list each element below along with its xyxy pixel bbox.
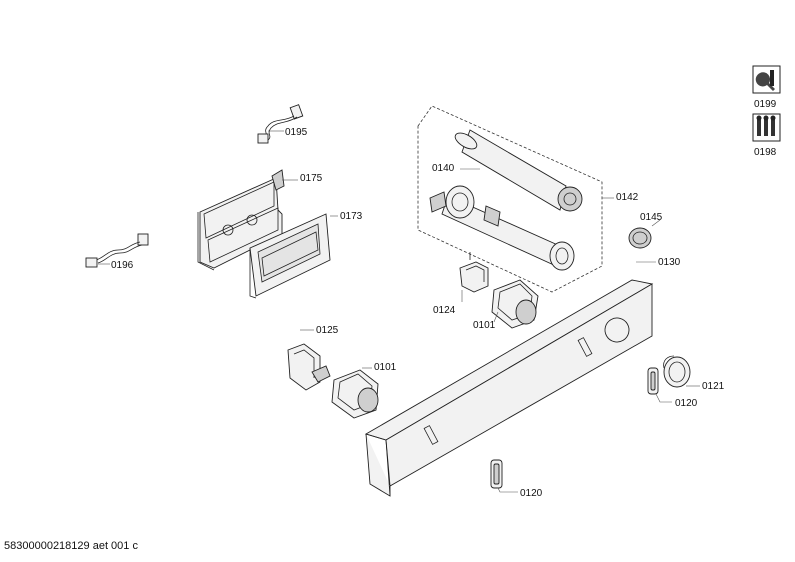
- screws-set-icon: [752, 113, 781, 142]
- label-0199: 0199: [754, 99, 777, 110]
- label-0142: 0142: [616, 192, 639, 203]
- label-0101-lower: 0101: [374, 362, 397, 373]
- label-0173: 0173: [340, 211, 363, 222]
- cable-harness-0196: [85, 233, 149, 268]
- bracket-0175: [197, 169, 285, 271]
- label-0175: 0175: [300, 173, 323, 184]
- label-0124: 0124: [433, 305, 456, 316]
- label-0121: 0121: [702, 381, 725, 392]
- holder-0124: [459, 252, 489, 293]
- label-0120-right: 0120: [675, 398, 698, 409]
- control-panel-0130: [364, 279, 654, 497]
- label-0125: 0125: [316, 325, 339, 336]
- switch-0101-lower: [331, 369, 379, 419]
- ring-0121: [663, 355, 691, 388]
- cylinder-0140: [454, 129, 583, 212]
- switch-0101-upper: [491, 279, 539, 329]
- cap-0145: [628, 227, 652, 249]
- label-0140: 0140: [432, 163, 455, 174]
- label-0195: 0195: [285, 127, 308, 138]
- holder-0125: [287, 343, 331, 391]
- selector-shaft-assembly: [429, 185, 575, 271]
- indicator-0120-right: [647, 367, 659, 395]
- label-0145: 0145: [640, 212, 663, 223]
- label-0198: 0198: [754, 147, 777, 158]
- display-board-0173: [249, 213, 331, 299]
- cable-harness-0195: [257, 104, 304, 144]
- label-0130: 0130: [658, 257, 681, 268]
- label-0101-upper: 0101: [473, 320, 496, 331]
- drawing-code: 58300000218129 aet 001 c: [4, 540, 138, 552]
- service-tool-icon: [752, 65, 781, 94]
- label-0196: 0196: [111, 260, 134, 271]
- indicator-0120-bottom: [490, 459, 503, 489]
- label-0120-bottom: 0120: [520, 488, 543, 499]
